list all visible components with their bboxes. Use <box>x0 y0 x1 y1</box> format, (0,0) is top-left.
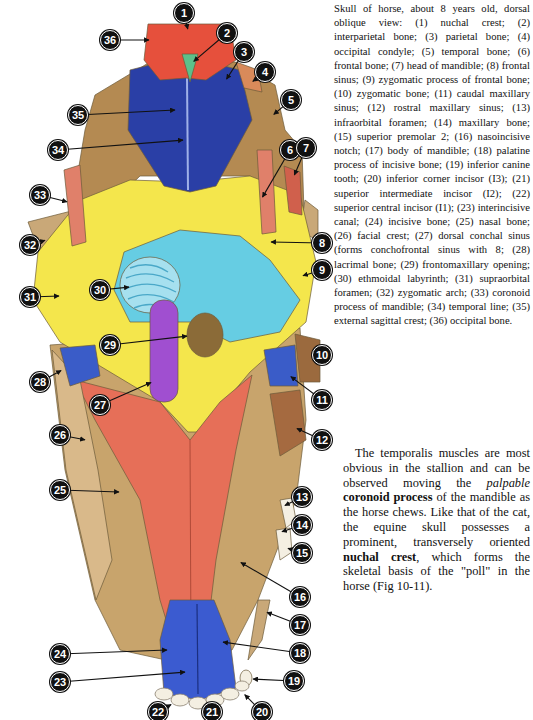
callout-number: 32 <box>20 235 40 255</box>
callout-number: 23 <box>50 672 70 692</box>
skull-bones-part <box>160 600 236 700</box>
skull-bones-part <box>182 54 198 82</box>
callout-number: 13 <box>292 487 312 507</box>
skull-bones-part-part <box>125 284 176 292</box>
callout-number: 1 <box>174 3 194 23</box>
callout-number: 17 <box>290 615 310 635</box>
skull-bones <box>28 24 320 700</box>
callout-number: 25 <box>50 480 70 500</box>
callout-number: 10 <box>312 345 332 365</box>
leader-line <box>58 140 183 150</box>
callout-number: 26 <box>50 425 70 445</box>
skull-bones-part <box>284 166 302 215</box>
callout-number: 36 <box>100 30 120 50</box>
figure-caption: Skull of horse, about 8 years old, dorsa… <box>334 2 530 329</box>
callout-number: 24 <box>50 644 70 664</box>
callout-number: 19 <box>284 671 304 691</box>
paragraph-text: nuchal crest <box>343 550 416 564</box>
skull-bones-part <box>276 528 292 560</box>
callout-number: 8 <box>312 233 332 253</box>
callout-number: 22 <box>148 702 168 720</box>
callout-number: 16 <box>290 587 310 607</box>
callout-number: 28 <box>30 372 50 392</box>
paragraph-text: palpable <box>487 476 530 490</box>
skull-bones-part <box>60 345 100 386</box>
skull-bones-part-part <box>126 274 174 282</box>
callout-number: 20 <box>252 702 272 720</box>
callout-number: 15 <box>292 543 312 563</box>
callout-number: 30 <box>90 280 110 300</box>
skull-bones-part <box>150 300 178 402</box>
leader-line <box>223 642 300 653</box>
skull-bones-part <box>64 165 86 246</box>
incisor-teeth <box>155 681 249 709</box>
skull-bones-part <box>264 345 298 386</box>
skull-bones-part <box>52 350 112 600</box>
skull-bones-part <box>257 150 276 234</box>
skull-bones-part <box>197 604 198 694</box>
leader-line <box>60 672 185 682</box>
leader-lines <box>30 13 322 712</box>
callout-number: 21 <box>202 702 222 720</box>
callout-number: 5 <box>281 90 301 110</box>
skull-bones-part <box>187 313 223 357</box>
leader-line <box>78 110 175 115</box>
leader-line <box>60 650 167 654</box>
callout-number: 34 <box>48 140 68 160</box>
callout-number: 35 <box>68 105 88 125</box>
incisor-teeth-part <box>221 688 239 700</box>
callout-number: 27 <box>90 395 110 415</box>
callout-number: 2 <box>217 23 237 43</box>
skull-bones-part-part <box>130 265 168 272</box>
body-paragraph: The temporalis muscles are most obvious … <box>343 446 530 594</box>
incisor-teeth-part <box>155 688 173 700</box>
callout-number: 14 <box>292 515 312 535</box>
callout-number: 18 <box>290 643 310 663</box>
incisor-teeth-part <box>235 681 249 691</box>
callout-number: 29 <box>100 335 120 355</box>
paragraph-text: coronoid process <box>343 490 433 504</box>
callout-number: 31 <box>20 287 40 307</box>
callout-number: 33 <box>30 185 50 205</box>
callout-number: 11 <box>312 390 332 410</box>
callout-number: 7 <box>296 138 316 158</box>
callout-number: 9 <box>312 260 332 280</box>
incisor-teeth-part <box>171 694 189 706</box>
callout-number: 3 <box>234 42 254 62</box>
leader-line <box>110 336 187 345</box>
skull-bones-part <box>270 390 306 456</box>
callout-number: 4 <box>255 62 275 82</box>
callout-number: 12 <box>312 430 332 450</box>
skull-bones-part <box>248 600 270 660</box>
skull-bones-part <box>187 78 188 190</box>
